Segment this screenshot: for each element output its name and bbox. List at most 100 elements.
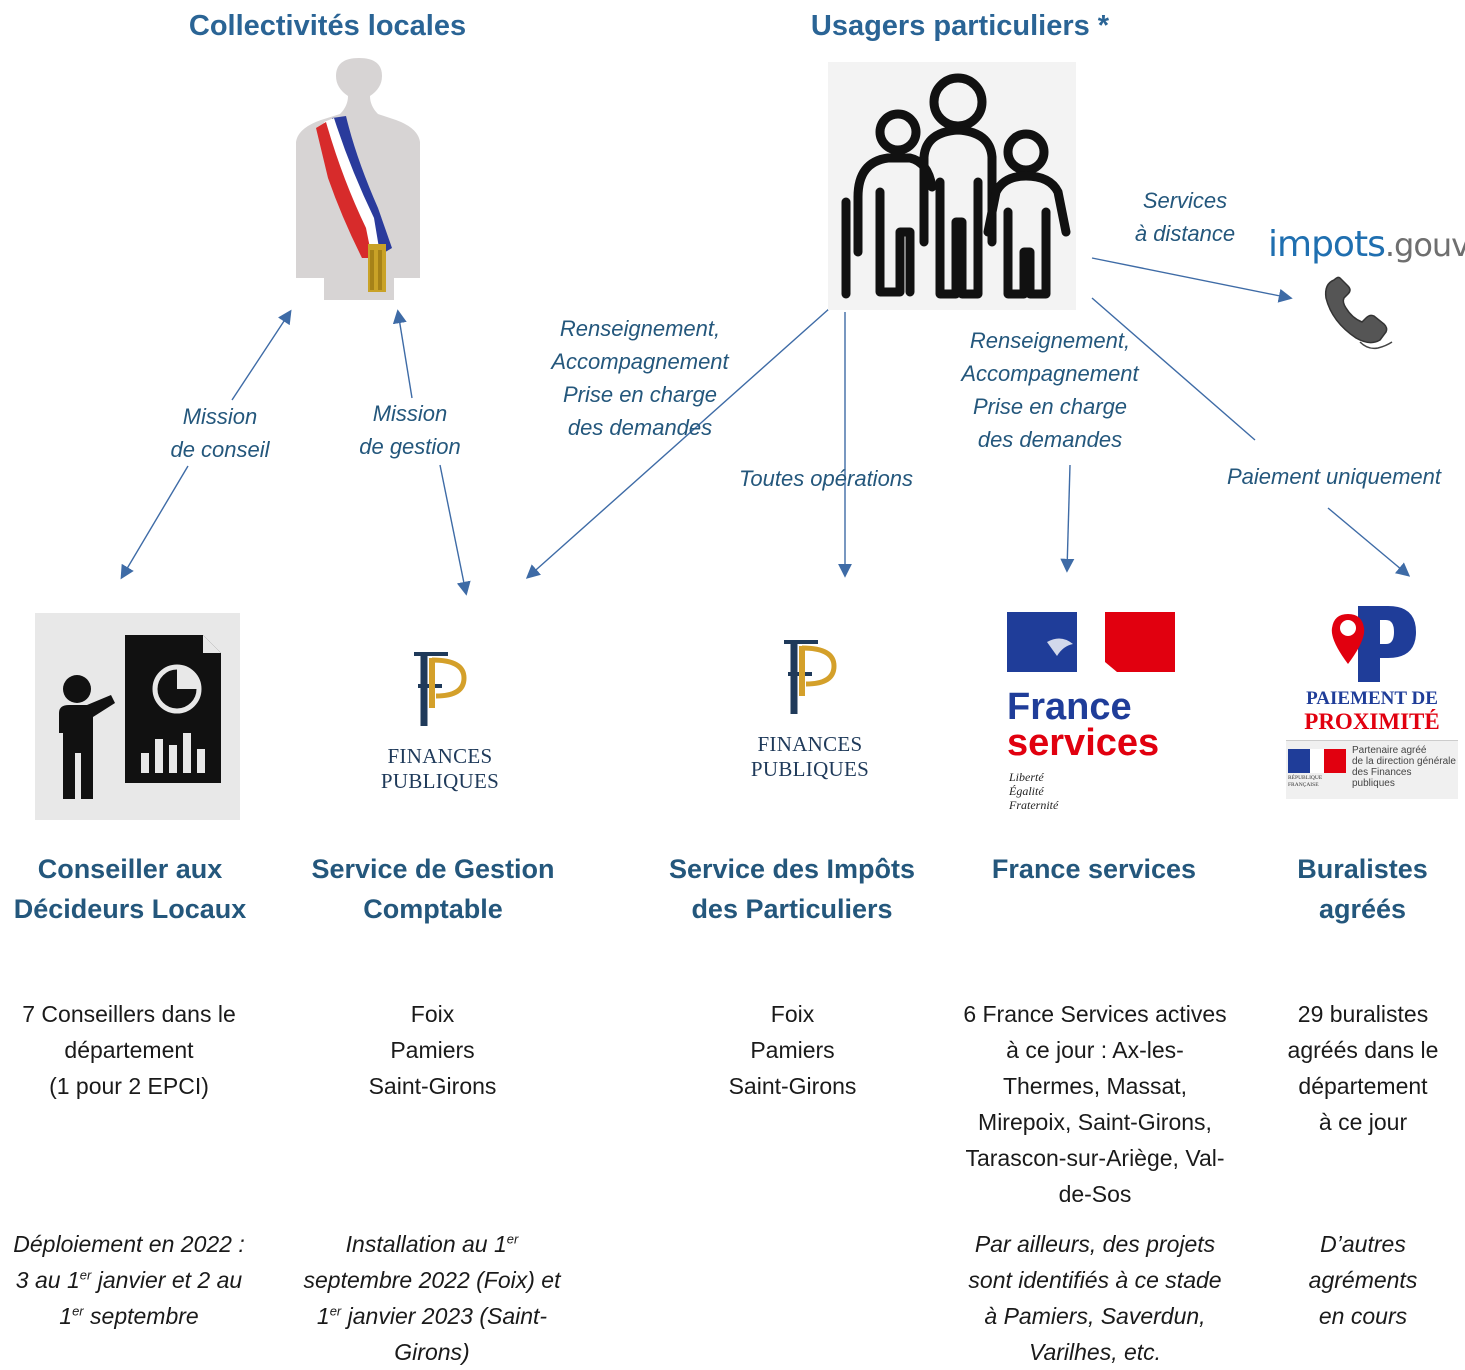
service-note-buralistes: D’autres agréments en cours: [1268, 1226, 1458, 1334]
label-services-distance: Services à distance: [1100, 184, 1270, 250]
desc-line: Pamiers: [390, 1037, 475, 1063]
service-name-sgc-line2: Comptable: [363, 894, 503, 924]
label-renseignement-left-line1: Renseignement,: [559, 316, 721, 341]
desc-line: Tarascon-sur-Ariège, Val-: [965, 1145, 1225, 1171]
note-part: 1: [316, 1303, 330, 1329]
france-services-logo: France services Liberté Égalité Fraterni…: [1005, 612, 1185, 822]
note-line: D’autres: [1320, 1231, 1406, 1257]
label-toutes-operations: Toutes opérations: [738, 466, 914, 491]
arrow-usagers-fs: [1060, 464, 1075, 573]
note-line: sont identifiés à ce stade: [968, 1267, 1222, 1293]
header-collectivites: Collectivités locales: [188, 10, 467, 42]
finances-publiques-logo-sip: FINANCES PUBLIQUES: [700, 636, 920, 781]
arrow-usagers-impots: [1091, 257, 1293, 303]
label-mission-conseil-line1: Mission: [182, 404, 258, 429]
label-services-distance-line1: Services: [1142, 188, 1228, 213]
desc-line: Mirepoix, Saint-Girons,: [978, 1109, 1212, 1135]
note-sup: er: [72, 1303, 84, 1319]
arrow-conseil-down: [120, 465, 189, 580]
label-renseignement-right-line3: Prise en charge: [972, 394, 1128, 419]
republic-motto: Liberté Égalité Fraternité: [1009, 770, 1058, 812]
marianne-icon: [1007, 612, 1175, 672]
impots-logo-main: impots: [1268, 224, 1386, 265]
desc-line: département: [64, 1037, 194, 1063]
partner-line2: de la direction générale: [1352, 756, 1456, 767]
motto-liberte: Liberté: [1009, 770, 1044, 784]
note-part: janvier 2023 (Saint-: [341, 1303, 548, 1329]
label-mission-gestion-line1: Mission: [372, 401, 448, 426]
fp-monogram-icon: [414, 652, 467, 726]
service-desc-sip: Foix Pamiers Saint-Girons: [660, 996, 925, 1104]
arrow-usagers-sgc: [525, 307, 831, 579]
desc-line: département: [1298, 1073, 1428, 1099]
desc-line: Pamiers: [750, 1037, 835, 1063]
desc-line: Foix: [410, 1001, 455, 1027]
partner-line1: Partenaire agréé: [1352, 745, 1427, 756]
label-renseignement-left-line3: Prise en charge: [562, 382, 718, 407]
service-name-cdl-line1: Conseiller aux: [37, 854, 223, 884]
note-line: 1er septembre: [0, 1298, 258, 1334]
motto-egalite: Égalité: [1009, 784, 1044, 798]
service-name-cdl-line2: Décideurs Locaux: [13, 894, 247, 924]
presentation-chart-icon: [59, 635, 221, 799]
note-part: 3 au 1: [15, 1267, 80, 1293]
note-part: janvier et 2 au: [91, 1267, 243, 1293]
service-name-sip: Service des Impôts des Particuliers: [650, 849, 934, 929]
label-renseignement-left: Renseignement, Accompagnement Prise en c…: [520, 312, 760, 444]
family-icon-bg: [828, 62, 1076, 310]
desc-line: (1 pour 2 EPCI): [49, 1073, 209, 1099]
paiement-proximite-logo: PAIEMENT DE PROXIMITÉ RÉPUBLIQUE FRANÇAI…: [1286, 602, 1458, 808]
label-renseignement-right: Renseignement, Accompagnement Prise en c…: [930, 324, 1170, 456]
service-name-sip-line2: des Particuliers: [691, 894, 893, 924]
desc-line: à ce jour: [1318, 1109, 1408, 1135]
fp-monogram-icon: [784, 640, 837, 714]
paiement-line1: PAIEMENT DE: [1306, 688, 1438, 709]
label-renseignement-right-line4: des demandes: [977, 427, 1123, 452]
service-note-cdl: Déploiement en 2022 : 3 au 1er janvier e…: [0, 1226, 258, 1334]
mayor-sash-icon: [296, 58, 420, 300]
presentation-icon-bg: [35, 613, 240, 820]
note-part: septembre: [83, 1303, 199, 1329]
fp-logo-text: FINANCES PUBLIQUES: [380, 744, 500, 793]
service-name-fs: France services: [960, 849, 1228, 889]
note-line: 1er janvier 2023 (Saint-: [282, 1298, 582, 1334]
note-line: Girons): [394, 1339, 470, 1365]
note-line: Installation au 1er: [282, 1226, 582, 1262]
partner-line3: des Finances publiques: [1352, 767, 1412, 789]
note-line: en cours: [1318, 1303, 1408, 1329]
paiement-line2: PROXIMITÉ: [1304, 709, 1440, 734]
label-renseignement-right-line1: Renseignement,: [969, 328, 1131, 353]
telephone-icon: [1324, 276, 1393, 350]
desc-line: Saint-Girons: [368, 1073, 497, 1099]
service-desc-sgc: Foix Pamiers Saint-Girons: [300, 996, 565, 1104]
motto-fraternite: Fraternité: [1009, 798, 1059, 812]
desc-line: Foix: [770, 1001, 815, 1027]
arrow-conseil-up: [231, 309, 292, 401]
impots-logo-tld: .gouv.fr: [1384, 226, 1465, 264]
arrow-gestion-up: [392, 309, 413, 399]
note-line: Par ailleurs, des projets: [974, 1231, 1216, 1257]
france-services-word-services: services: [1007, 722, 1160, 764]
partner-text: Partenaire agréé de la direction général…: [1352, 745, 1456, 789]
desc-line: 6 France Services actives: [963, 1001, 1227, 1027]
note-line: septembre 2022 (Foix) et: [303, 1267, 561, 1293]
desc-line: Thermes, Massat,: [1002, 1073, 1188, 1099]
service-name-buralistes-line1: Buralistes: [1297, 854, 1428, 884]
finances-publiques-logo-sgc: FINANCES PUBLIQUES: [330, 648, 550, 793]
label-mission-conseil: Mission de conseil: [150, 400, 290, 466]
desc-line: de-Sos: [1058, 1181, 1132, 1207]
family-icon: [841, 73, 1071, 299]
desc-line: 7 Conseillers dans le: [22, 1001, 236, 1027]
label-services-distance-line2: à distance: [1134, 221, 1236, 246]
republique-text: RÉPUBLIQUE FRANÇAISE: [1288, 775, 1323, 788]
paiement-p-icon: [1331, 606, 1416, 682]
label-mission-conseil-line2: de conseil: [170, 437, 270, 462]
service-desc-cdl: 7 Conseillers dans le département (1 pou…: [0, 996, 258, 1104]
label-mission-gestion: Mission de gestion: [340, 397, 480, 463]
service-note-sgc: Installation au 1er septembre 2022 (Foix…: [282, 1226, 582, 1370]
label-renseignement-right-line2: Accompagnement: [961, 361, 1139, 386]
service-name-fs-line1: France services: [991, 854, 1197, 884]
partner-band: RÉPUBLIQUE FRANÇAISE Partenaire agréé de…: [1286, 740, 1458, 799]
note-part: Installation au 1: [345, 1231, 507, 1257]
